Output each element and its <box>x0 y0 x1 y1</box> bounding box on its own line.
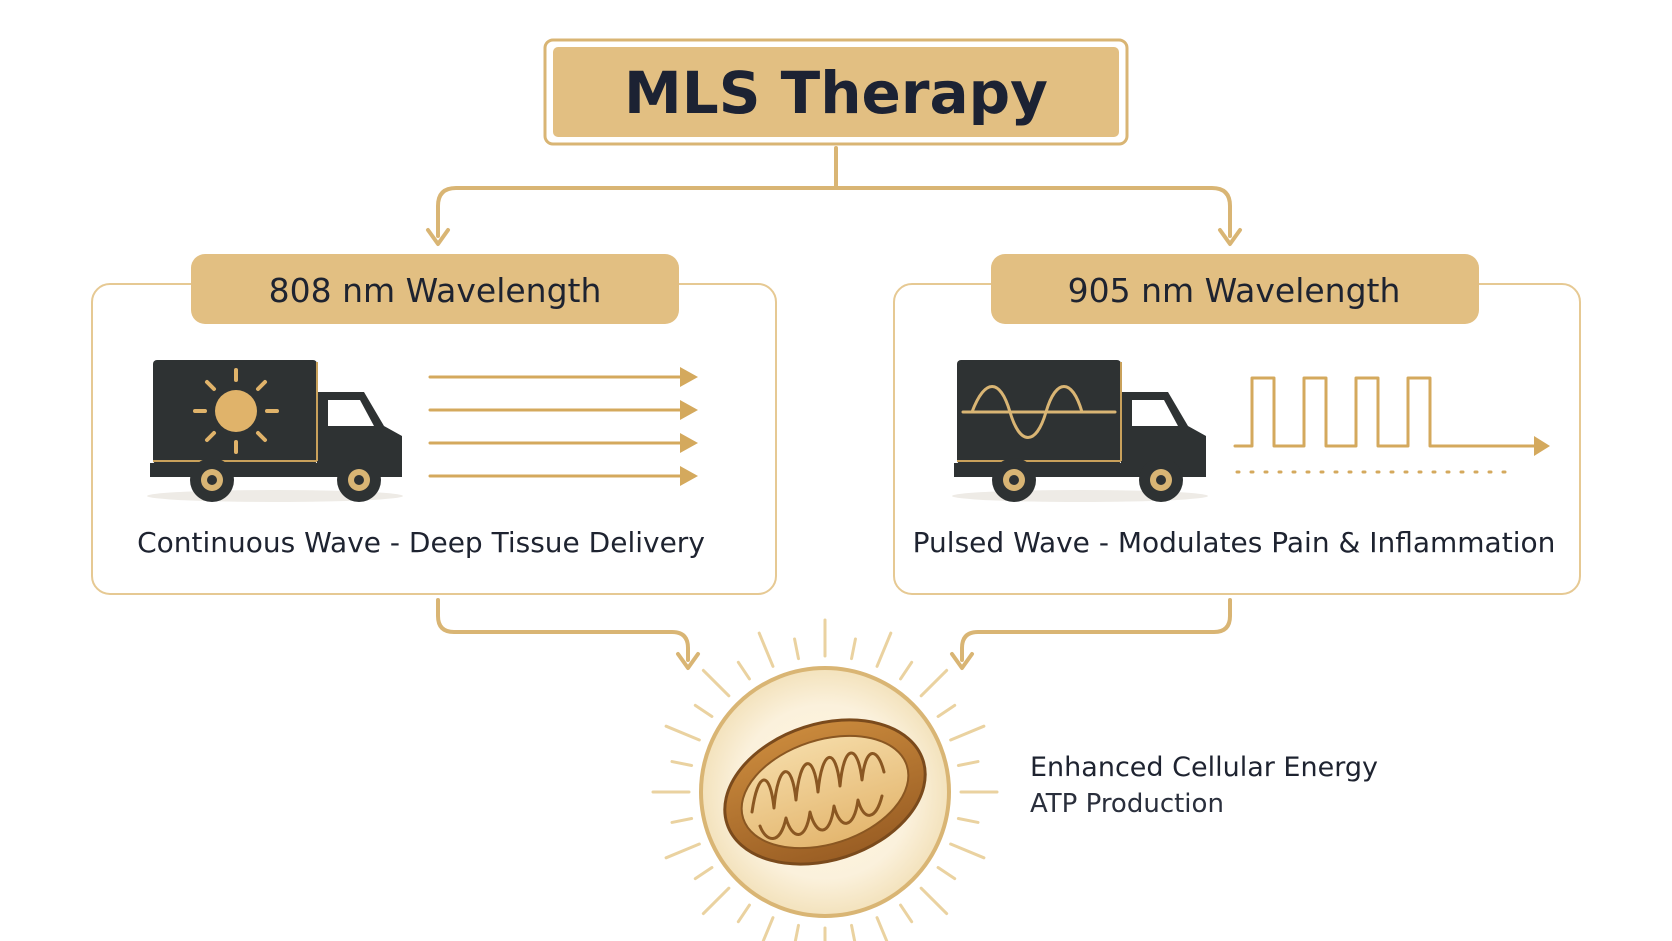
result-subtitle: ATP Production <box>1030 789 1224 819</box>
title-box: MLS Therapy <box>543 38 1129 146</box>
energy-ray <box>875 916 889 941</box>
energy-ray <box>670 817 694 824</box>
result-label: Enhanced Cellular Energy ATP Production <box>1030 752 1378 819</box>
result-connectors <box>436 598 1232 662</box>
energy-ray <box>899 903 914 924</box>
energy-ray <box>670 760 694 767</box>
panel-header-808nm <box>191 254 679 324</box>
panel-808nm: 808 nm Wavelength <box>91 254 777 595</box>
energy-ray <box>761 916 775 941</box>
energy-rays <box>651 618 999 941</box>
panel-caption: Continuous Wave - Deep Tissue Delivery <box>137 526 705 559</box>
energy-ray <box>875 631 893 668</box>
pulsed-wave-icon <box>1233 376 1550 474</box>
energy-ray <box>701 886 731 916</box>
energy-ray <box>936 866 957 881</box>
energy-ray <box>701 668 731 698</box>
continuous-wave-arrows-icon <box>428 367 698 486</box>
energy-ray <box>919 668 949 698</box>
arrowhead-icon <box>426 228 1242 246</box>
panel-905nm: 905 nm Wavelength Pulsed Wa <box>893 254 1581 595</box>
energy-ray <box>736 660 751 681</box>
energy-ray <box>693 866 714 881</box>
sine-wave-icon <box>961 385 1117 439</box>
energy-ray <box>956 817 980 824</box>
sun-icon <box>193 368 279 454</box>
panel-header-905nm <box>991 254 1479 324</box>
energy-ray <box>757 631 775 668</box>
mitochondrion-icon <box>651 618 999 941</box>
arrowhead-icon <box>676 652 974 670</box>
energy-ray <box>956 760 980 767</box>
energy-ray <box>693 703 714 718</box>
energy-ray <box>919 886 949 916</box>
page-title: MLS Therapy <box>624 59 1048 127</box>
energy-ray <box>850 637 857 661</box>
energy-ray <box>850 923 857 941</box>
energy-ray <box>936 703 957 718</box>
panel-header-label: 905 nm Wavelength <box>1068 271 1401 310</box>
energy-ray <box>664 842 701 860</box>
energy-ray <box>793 637 800 661</box>
energy-ray <box>899 660 914 681</box>
energy-ray <box>664 724 701 742</box>
title-connectors <box>436 146 1232 238</box>
panel-caption: Pulsed Wave - Modulates Pain & Inflammat… <box>913 526 1556 559</box>
energy-ray <box>736 903 751 924</box>
truck-icon <box>147 360 403 502</box>
energy-ray <box>949 842 986 860</box>
energy-ray <box>949 724 986 742</box>
result-title: Enhanced Cellular Energy <box>1030 752 1378 783</box>
energy-ray <box>793 923 800 941</box>
panel-header-label: 808 nm Wavelength <box>269 271 602 310</box>
